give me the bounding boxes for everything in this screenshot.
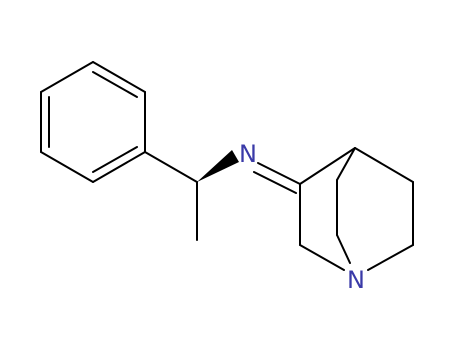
- imine-double-bond-b: [253, 171, 297, 194]
- bond: [92, 151, 146, 183]
- bond: [354, 147, 414, 183]
- aromatic-bond: [92, 71, 138, 98]
- bridgehead-nitrogen-label: N: [347, 266, 365, 294]
- wedge-bond: [197, 150, 239, 182]
- quinuclidine-cage: [299, 147, 414, 271]
- bond-phenyl-to-chiral-carbon: [144, 151, 198, 183]
- bond: [367, 244, 414, 271]
- imine-nitrogen-label: N: [239, 140, 257, 168]
- benzene-ring: [40, 61, 146, 183]
- bond: [92, 61, 146, 93]
- bond: [336, 147, 356, 181]
- bond: [40, 151, 94, 183]
- aromatic-bond: [92, 146, 138, 173]
- bond: [336, 234, 351, 264]
- bond: [40, 61, 94, 93]
- imine-double-bond-a: [257, 162, 301, 185]
- bond: [299, 147, 356, 185]
- bond: [299, 244, 345, 271]
